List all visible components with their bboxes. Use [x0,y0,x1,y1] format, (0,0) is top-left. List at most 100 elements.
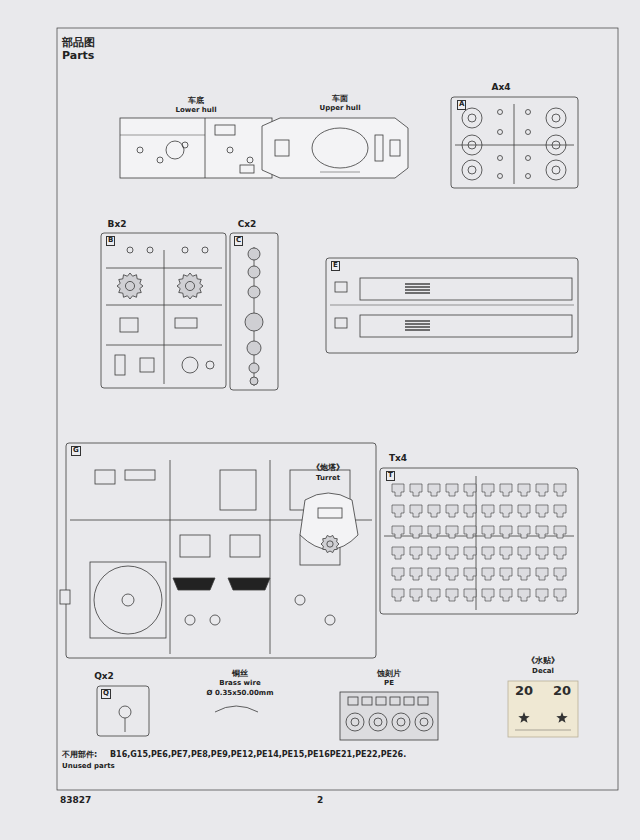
part-shape [275,140,289,156]
track-link [518,526,530,538]
sprue-a: Ax4A [451,83,578,188]
part-label: Upper hull [319,105,360,113]
part-circle [415,713,433,731]
part-circle [202,247,208,253]
track-link [392,505,404,517]
track-link [428,526,440,538]
part-circle [147,247,153,253]
sprue-letter: A [457,100,466,110]
track-link [392,568,404,580]
part-circle [166,141,184,159]
track-link [518,589,530,601]
part-circle [157,157,163,163]
track-link [464,547,476,559]
track-link [518,547,530,559]
part-circle [552,166,560,174]
track-link [536,547,548,559]
part-label: 《炮塔》 [312,464,344,473]
part-circle [327,541,333,547]
part-circle [227,147,233,153]
track-link [410,526,422,538]
runner-line [205,118,206,178]
track-link [464,568,476,580]
part-circle [127,247,133,253]
part-shape [335,282,347,292]
sprue-count: Qx2 [94,672,114,682]
runner-line [405,289,430,290]
unused-list: B16,G15,PE6,PE7,PE8,PE9,PE12,PE14,PE15,P… [110,751,406,760]
turret-ring [312,128,368,168]
part-shape [360,278,572,300]
track-link [428,484,440,496]
decal-star [518,712,529,723]
runner-line [170,460,171,654]
part-circle [248,248,260,260]
part-circle [125,281,134,290]
track-link [482,589,494,601]
part-circle [462,135,482,155]
part-circle [374,718,382,726]
part-label: Decal [532,668,554,676]
sprue-letter: E [331,261,340,271]
part-circle [247,157,253,163]
part-circle [498,110,503,115]
sprue-count: Cx2 [238,220,257,230]
runner-line [120,135,205,136]
part-shape [390,140,400,156]
turret-part: 《炮塔》Turret [295,464,361,562]
track-link [392,484,404,496]
part-circle [182,357,198,373]
track-link [428,505,440,517]
part-circle [526,156,531,161]
part-shape [175,318,197,328]
part-circle [546,160,566,180]
track-link [446,547,458,559]
part-circle [248,266,260,278]
part-shape [66,443,376,658]
part-circle [420,718,428,726]
page-title-en: Parts [62,50,94,62]
upper-hull-outline [262,118,408,178]
part-shape [90,562,166,638]
part-shape [120,318,138,332]
track-link [410,568,422,580]
part-shape [375,135,383,161]
part-circle [346,713,364,731]
track-link [500,505,512,517]
track-link [428,589,440,601]
decal-star [556,712,567,723]
photo-etch-item: 蚀刻片PE [336,668,442,742]
part-circle [250,377,258,385]
sprue-e: E [326,258,578,353]
part-circle [468,114,476,122]
part-shape [335,318,347,328]
track-link [446,526,458,538]
part-circle [137,147,143,153]
part-circle [206,361,214,369]
part-circle [369,713,387,731]
part-shape [215,125,235,135]
track-link [536,484,548,496]
part-shape [180,535,210,557]
runner-line [320,172,360,173]
runner-line [405,286,430,287]
runner-line [514,104,515,184]
sprue-count: Bx2 [108,220,127,230]
track-link [446,484,458,496]
part-circle [397,718,405,726]
unused-heading: 不用部件: [62,751,97,760]
track-link [410,484,422,496]
sprocket-part [177,273,203,299]
runner-line [164,250,165,384]
track-link [554,589,566,601]
track-link [554,547,566,559]
part-circle [546,135,566,155]
kit-number: 83827 [60,796,91,806]
part-circle [351,718,359,726]
part-shape [360,315,572,337]
runner-line [455,145,574,146]
part-circle [94,566,162,634]
track-link [410,589,422,601]
part-circle [498,130,503,135]
decal-number: 20 [553,684,571,698]
